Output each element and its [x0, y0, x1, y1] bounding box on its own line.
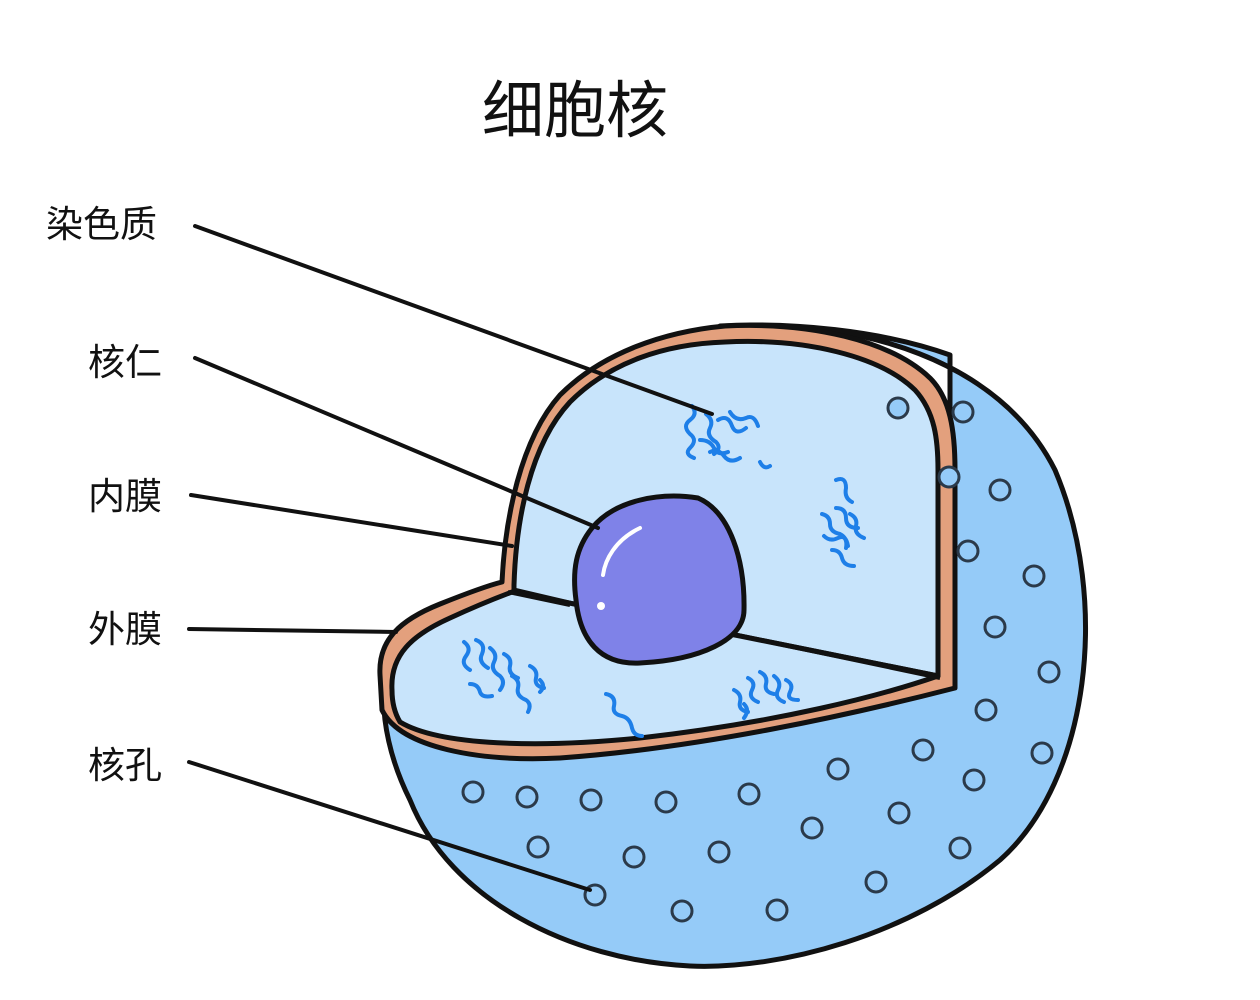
cut-edge-right	[739, 634, 941, 680]
cut-edge-left	[507, 590, 571, 607]
nucleolus-highlight-dot	[597, 602, 605, 610]
label-inner-membrane: 内膜	[88, 475, 162, 518]
label-nucleolus: 核仁	[88, 341, 162, 384]
leader-line-chromatin	[193, 224, 714, 416]
leader-line-inner-membrane	[189, 493, 514, 548]
leader-lines	[187, 224, 714, 892]
leader-line-outer-membrane	[187, 627, 398, 634]
label-nuclear-pore: 核孔	[88, 744, 162, 787]
leader-line-nucleolus	[193, 356, 600, 530]
nuclear-pores	[461, 396, 1061, 923]
nucleolus	[572, 493, 747, 666]
label-chromatin: 染色质	[46, 203, 157, 246]
label-outer-membrane: 外膜	[88, 608, 162, 651]
chromatin-strands	[461, 404, 866, 738]
leader-line-nuclear-pore	[187, 760, 592, 892]
diagram-title: 细胞核	[481, 74, 668, 147]
nucleolus-highlight	[601, 526, 642, 577]
